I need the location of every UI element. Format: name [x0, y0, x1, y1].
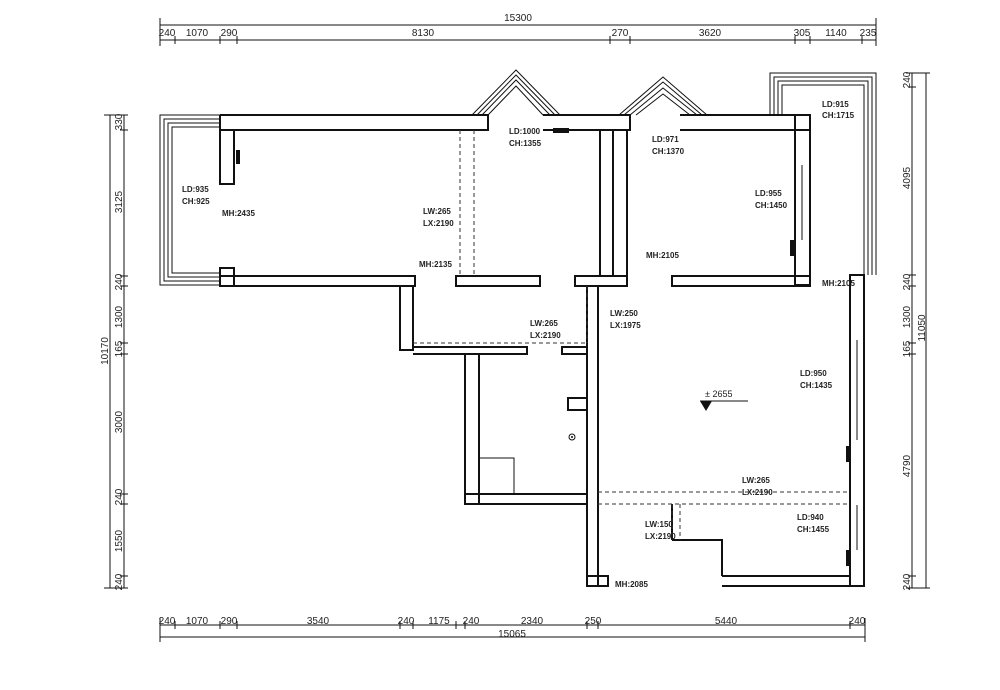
dim-top-seg: 305: [794, 28, 811, 39]
label-window-ld: LD:1000: [509, 127, 541, 136]
dimension-right: 240 4095 240 1300 165 4790 240 11050: [902, 71, 930, 590]
dim-bottom-seg: 240: [463, 616, 480, 627]
walls: [159, 69, 877, 587]
label-window-ld: LD:940: [797, 513, 824, 522]
dim-bottom-seg: 2340: [521, 616, 544, 627]
dim-right-seg: 4790: [902, 454, 913, 477]
dim-left-seg: 165: [114, 340, 125, 357]
dim-left-seg: 330: [114, 113, 125, 130]
dim-top-seg: 8130: [412, 28, 435, 39]
room-labels: LD:935 CH:925 MH:2435 LW:265 LX:2190 MH:…: [182, 100, 855, 589]
label-window-ch: CH:1450: [755, 201, 788, 210]
label-window-ld: LD:955: [755, 189, 782, 198]
window-marker: [790, 240, 795, 256]
level-triangle-icon: [700, 401, 712, 411]
markers: [236, 128, 851, 566]
label-mh: MH:2085: [615, 580, 648, 589]
dim-right-seg: 240: [902, 573, 913, 590]
window-marker: [236, 150, 240, 164]
dim-left-seg: 240: [114, 273, 125, 290]
dim-right-total: 11050: [917, 314, 928, 342]
dim-bottom-seg: 290: [221, 616, 238, 627]
label-door-lx: LX:1975: [610, 321, 641, 330]
label-mh: MH:2105: [646, 251, 679, 260]
dimension-left: 10170 330 3125 240 1300 165 3000 240 155…: [100, 113, 128, 590]
dim-left-seg: 3000: [114, 410, 125, 433]
dim-left-seg: 240: [114, 488, 125, 505]
dim-left-seg: 1550: [114, 529, 125, 552]
dim-bottom-seg: 250: [585, 616, 602, 627]
label-window-ch: CH:925: [182, 197, 210, 206]
dimension-bottom: 240 1070 290 3540 240 1175 240 2340 250 …: [159, 616, 866, 642]
label-window-ch: CH:1715: [822, 111, 855, 120]
dim-top-seg: 235: [860, 28, 877, 39]
dim-bottom-seg: 1070: [186, 616, 209, 627]
label-door-lx: LX:2190: [423, 219, 454, 228]
label-window-ch: CH:1435: [800, 381, 833, 390]
dim-top-total: 15300: [504, 13, 532, 24]
dim-bottom-seg: 240: [159, 616, 176, 627]
label-mh: MH:2105: [822, 279, 855, 288]
dim-bottom-total: 15065: [498, 629, 526, 640]
dim-bottom-seg: 3540: [307, 616, 330, 627]
label-door-lx: LX:2190: [530, 331, 561, 340]
dim-right-seg: 240: [902, 273, 913, 290]
label-window-ch: CH:1355: [509, 139, 542, 148]
label-window-ch: CH:1455: [797, 525, 830, 534]
label-window-ld: LD:935: [182, 185, 209, 194]
dim-right-seg: 165: [902, 340, 913, 357]
label-door-lx: LX:2190: [645, 532, 676, 541]
level-elevation: ± 2655: [705, 389, 732, 399]
label-window-ld: LD:950: [800, 369, 827, 378]
dim-left-seg: 240: [114, 573, 125, 590]
dim-bottom-seg: 1175: [428, 616, 450, 627]
window-marker: [846, 446, 851, 462]
label-door-lw: LW:265: [423, 207, 451, 216]
dim-right-seg: 240: [902, 71, 913, 88]
door-openings: [413, 130, 850, 540]
label-door-lw: LW:265: [530, 319, 558, 328]
dim-right-seg: 4095: [902, 166, 913, 189]
dim-top-seg: 290: [221, 28, 238, 39]
dimension-top: 15300 240 1070 290 8130 270 3620 305 114…: [159, 13, 877, 46]
dim-top-seg: 270: [612, 28, 629, 39]
label-door-lw: LW:265: [742, 476, 770, 485]
label-door-lw: LW:250: [610, 309, 638, 318]
label-window-ld: LD:915: [822, 100, 849, 109]
dim-top-seg: 1070: [186, 28, 209, 39]
level-marker: ± 2655: [700, 389, 748, 411]
dim-left-seg: 3125: [114, 190, 125, 213]
dim-left-seg: 1300: [114, 305, 125, 328]
label-door-lx: LX:2190: [742, 488, 773, 497]
dim-right-seg: 1300: [902, 305, 913, 328]
dim-top-seg: 1140: [825, 28, 847, 39]
label-mh: MH:2135: [419, 260, 452, 269]
dim-left-total: 10170: [100, 337, 111, 365]
dim-top-seg: 240: [159, 28, 176, 39]
dim-top-seg: 3620: [699, 28, 722, 39]
label-mh: MH:2435: [222, 209, 255, 218]
window-marker: [846, 550, 851, 566]
label-window-ch: CH:1370: [652, 147, 685, 156]
dim-bottom-seg: 240: [398, 616, 415, 627]
label-window-ld: LD:971: [652, 135, 679, 144]
window-marker: [553, 128, 569, 133]
dim-bottom-seg: 5440: [715, 616, 738, 627]
dim-bottom-seg: 240: [849, 616, 866, 627]
label-door-lw: LW:150: [645, 520, 673, 529]
